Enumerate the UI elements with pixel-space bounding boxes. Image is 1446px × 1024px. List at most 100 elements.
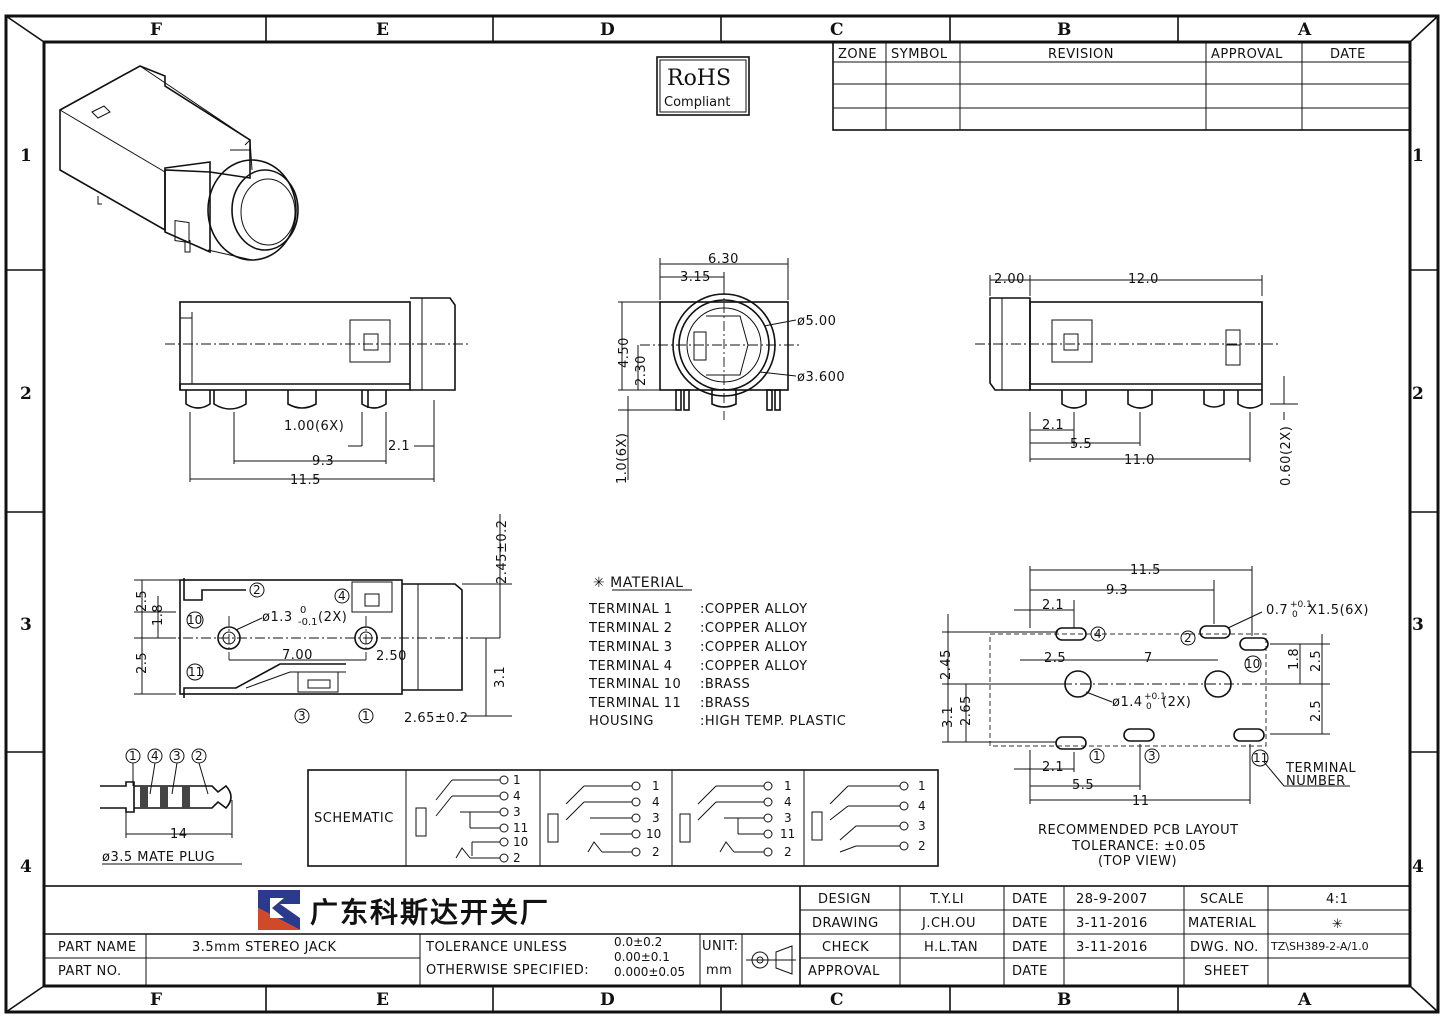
schematic-pin: 4 <box>513 789 521 803</box>
material-value: :BRASS <box>700 696 750 711</box>
tolerance-line-2: OTHERWISE SPECIFIED: <box>426 963 589 978</box>
top-terminal-11: 11 <box>188 665 203 679</box>
pcb-terminal-11: 11 <box>1253 751 1268 765</box>
check-label: CHECK <box>822 940 869 955</box>
row-label-right: 3 <box>1412 615 1424 635</box>
right-dim-2-00: 2.00 <box>994 272 1025 287</box>
rohs-title: RoHS <box>667 66 731 91</box>
schematic-pin: 1 <box>784 779 792 793</box>
row-label-left: 2 <box>20 384 32 404</box>
pcb-dim-11: 11 <box>1132 794 1150 809</box>
tolerance-line-1: TOLERANCE UNLESS <box>425 940 567 955</box>
pcb-terminal-10: 10 <box>1245 657 1260 671</box>
material-value: :COPPER ALLOY <box>700 621 808 636</box>
pcb-dim-9-3: 9.3 <box>1106 583 1128 598</box>
material-value: :COPPER ALLOY <box>700 602 808 617</box>
pcb-hole-tol-up: +0.1 <box>1144 692 1166 702</box>
drawing-label: DRAWING <box>812 916 879 931</box>
schematic-panel-3: 1 4 3 11 2 <box>679 779 795 859</box>
top-dim-7-00: 7.00 <box>282 648 313 663</box>
material-value: ✳ <box>1332 917 1343 932</box>
design-label: DESIGN <box>818 892 871 907</box>
top-hole-count: (2X) <box>318 610 347 625</box>
part-name-label: PART NAME <box>58 940 137 955</box>
schematic-pin: 3 <box>652 811 660 825</box>
front-dim-pin-length: 1.0(6X) <box>615 433 630 485</box>
pcb-title: RECOMMENDED PCB LAYOUT <box>1038 823 1239 838</box>
col-label-top: E <box>376 20 389 40</box>
top-terminal-4: 4 <box>338 589 346 603</box>
pcb-terminal-3: 3 <box>1148 749 1156 763</box>
front-dim-width: 6.30 <box>708 252 739 267</box>
pcb-dim-2-1-bottom: 2.1 <box>1042 760 1064 775</box>
schematic-pin: 4 <box>784 795 792 809</box>
material-list: ✳ MATERIAL TERMINAL 1 :COPPER ALLOY TERM… <box>588 575 846 729</box>
top-hole-tol-dn: -0.1 <box>298 617 318 628</box>
pcb-dim-2-5: 2.5 <box>1044 651 1066 666</box>
schematic-pin: 2 <box>652 845 660 859</box>
right-dim-0-60: 0.60(2X) <box>1279 426 1294 486</box>
pcb-terminal-2: 2 <box>1184 631 1192 645</box>
mate-plug: 1 4 3 2 14 ø3.5 MATE PLUG <box>100 748 242 865</box>
part-no-label: PART NO. <box>58 964 122 979</box>
material-name: TERMINAL 4 <box>588 659 673 674</box>
date-value: 28-9-2007 <box>1076 892 1148 907</box>
schematic-pin: 1 <box>652 779 660 793</box>
side-dim-9-3: 9.3 <box>312 454 334 469</box>
rev-header-revision: REVISION <box>1048 47 1114 62</box>
col-label-bottom: E <box>376 990 389 1010</box>
pcb-dim-11-5: 11.5 <box>1130 563 1161 578</box>
sheet-label: SHEET <box>1204 964 1249 979</box>
schematic-pin: 3 <box>513 805 521 819</box>
rohs-badge: RoHS Compliant <box>656 56 750 116</box>
pcb-dim-2-5-right-a: 2.5 <box>1309 650 1324 672</box>
front-dim-height: 4.50 <box>617 337 632 368</box>
plug-label: ø3.5 MATE PLUG <box>102 850 215 865</box>
company-name: 广东科斯达开关厂 <box>310 896 550 929</box>
pcb-hole-count: (2X) <box>1162 695 1191 710</box>
col-label-top: F <box>150 20 162 40</box>
schematic-table: SCHEMATIC 1 4 3 11 10 2 <box>307 769 939 867</box>
schematic-pin: 1 <box>918 779 926 793</box>
front-dim-center: 2.30 <box>634 355 649 386</box>
plug-terminal-4: 4 <box>151 749 159 763</box>
side-dim-2-1: 2.1 <box>388 439 410 454</box>
drawing-value: J.CH.OU <box>921 916 976 931</box>
schematic-pin: 4 <box>652 795 660 809</box>
rev-header-approval: APPROVAL <box>1211 47 1283 62</box>
right-dim-2-1: 2.1 <box>1042 418 1064 433</box>
pcb-layout: 4 2 10 1 3 11 11.5 9.3 2.1 0.7 +0.1 0 X1… <box>939 563 1368 869</box>
col-label-bottom: D <box>600 990 615 1010</box>
top-terminal-10: 10 <box>187 613 202 627</box>
pcb-pad-tol-dn: 0 <box>1292 610 1298 620</box>
schematic-pin: 3 <box>918 819 926 833</box>
pcb-hole-dia: ø1.4 <box>1112 695 1143 710</box>
top-dim-2-5a: 2.5 <box>135 590 150 612</box>
pcb-terminal-label-1: TERMINAL <box>1285 761 1356 776</box>
rev-header-zone: ZONE <box>838 47 877 62</box>
material-value: :COPPER ALLOY <box>700 640 808 655</box>
pcb-tolerance: TOLERANCE: ±0.05 <box>1071 839 1206 854</box>
isometric-view <box>59 65 299 261</box>
top-terminal-3: 3 <box>298 709 306 723</box>
design-value: T.Y.LI <box>929 892 964 907</box>
tolerance-value-2: 0.00±0.1 <box>614 950 670 964</box>
pcb-terminal-4: 4 <box>1094 627 1102 641</box>
schematic-panel-1: 1 4 3 11 10 2 <box>415 773 528 865</box>
title-block: 广东科斯达开关厂 PART NAME 3.5mm STEREO JACK PAR… <box>43 885 1411 987</box>
top-dim-2-5b: 2.5 <box>135 652 150 674</box>
schematic-pin: 1 <box>513 773 521 787</box>
right-dim-11-0: 11.0 <box>1124 453 1155 468</box>
schematic-pin: 11 <box>780 827 795 841</box>
approval-label: APPROVAL <box>808 964 880 979</box>
scale-value: 4:1 <box>1326 892 1348 907</box>
material-value: :COPPER ALLOY <box>700 659 808 674</box>
plug-dim-14: 14 <box>170 827 188 842</box>
material-name: TERMINAL 10 <box>588 677 681 692</box>
col-label-top: C <box>830 20 844 40</box>
side-view: 1.00(6X) 2.1 9.3 11.5 <box>165 297 470 488</box>
sheet-frame: F E D C B A F E D C B A 1 2 3 4 1 2 3 4 <box>4 14 1440 1014</box>
tolerance-value-3: 0.000±0.05 <box>614 965 685 979</box>
front-dim-half: 3.15 <box>680 270 711 285</box>
pcb-dim-2-5-right-b: 2.5 <box>1309 700 1324 722</box>
